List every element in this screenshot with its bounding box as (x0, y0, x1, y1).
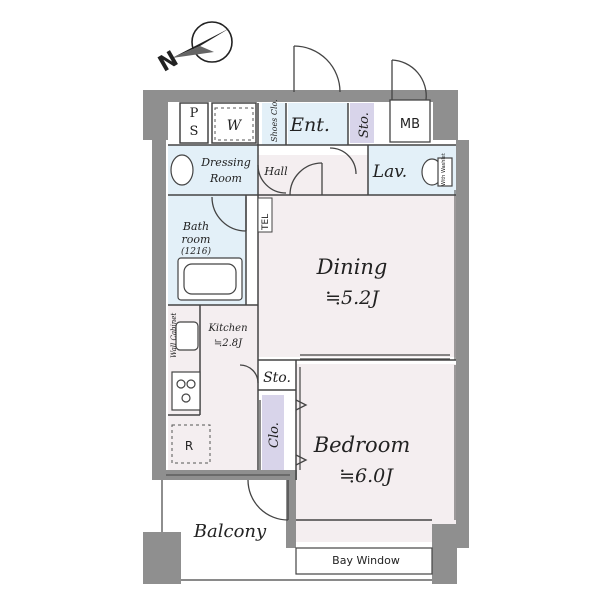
kitchen-sink-icon (175, 321, 199, 351)
bedroom-label: Bedroom (313, 433, 411, 457)
windows (166, 190, 456, 520)
bathroom-label-1: Bath (182, 220, 209, 233)
stove-icon (171, 371, 201, 411)
wall-balcony-side (286, 480, 296, 548)
tel-label: TEL (261, 214, 271, 231)
dressing-room-label-2: Room (209, 172, 242, 185)
compass: N (154, 21, 233, 78)
bedroom-floor (296, 364, 456, 542)
refrigerator-label: R (185, 439, 193, 453)
lav-label: Lav. (372, 162, 407, 182)
compass-needle-icon (172, 28, 230, 58)
doors (211, 45, 431, 521)
appliance-outlines (171, 107, 254, 464)
interior-walls (168, 102, 456, 521)
dining-floor (258, 195, 456, 357)
sliding-doors (259, 354, 450, 470)
ps-label-top: P (190, 106, 199, 121)
wall-bottom-right-column (432, 524, 457, 584)
compass-letter: N (154, 47, 182, 78)
bathroom-label-2: room (182, 233, 211, 246)
closet-floor (262, 395, 284, 480)
refrigerator-space (171, 424, 211, 464)
wall-cabinet-label: Wall Cabinet (170, 313, 178, 358)
compass-ring (191, 21, 233, 63)
shoes-closet-floor (262, 103, 286, 145)
wall-bottom-left-column (143, 532, 181, 584)
closet-label: Clo. (267, 422, 282, 448)
meter-box (389, 99, 431, 143)
compass-needle-shade (172, 46, 214, 58)
fixtures (170, 154, 453, 411)
entrance-storage-label: Sto. (357, 112, 372, 138)
bathtub-icon (177, 257, 243, 301)
kitchen-size: ≒2.8J (214, 338, 243, 349)
shoes-closet-label: Shoes Clo. (270, 99, 279, 142)
entrance-floor (288, 103, 348, 145)
bathroom-label-3: (1216) (181, 246, 211, 257)
storage-label: Sto. (263, 370, 291, 386)
hall-label: Hall (263, 165, 288, 178)
wall-left (152, 140, 166, 475)
floor-fills (168, 103, 456, 542)
wall-top-right-column (433, 90, 458, 140)
bedroom-size: ≒6.0J (339, 465, 394, 487)
dressing-room-label-1: Dressing (200, 156, 251, 169)
balcony-label: Balcony (193, 521, 267, 542)
washlet-label: With Washlet (441, 153, 447, 186)
wash-basin-icon (170, 154, 194, 186)
wall-top (143, 90, 433, 102)
kitchen-label: Kitchen (207, 323, 247, 334)
tel-outlet (257, 197, 273, 233)
entrance-storage-floor (350, 103, 374, 143)
hall-floor (258, 155, 368, 195)
wall-right (456, 140, 469, 548)
balcony-outline (161, 480, 433, 581)
dining-size: ≒5.2J (325, 287, 380, 309)
bay-window-label: Bay Window (332, 554, 400, 567)
dining-label: Dining (316, 255, 388, 279)
entrance-label: Ent. (289, 114, 330, 136)
meter-box-label: MB (400, 117, 420, 132)
ps-label-bottom: S (190, 124, 199, 139)
washer-space (214, 107, 254, 141)
washer-label: W (227, 118, 243, 134)
room-labels: P S W Shoes Clo. Ent. Sto. MB Dressing R… (170, 99, 447, 567)
outer-walls (143, 90, 469, 584)
